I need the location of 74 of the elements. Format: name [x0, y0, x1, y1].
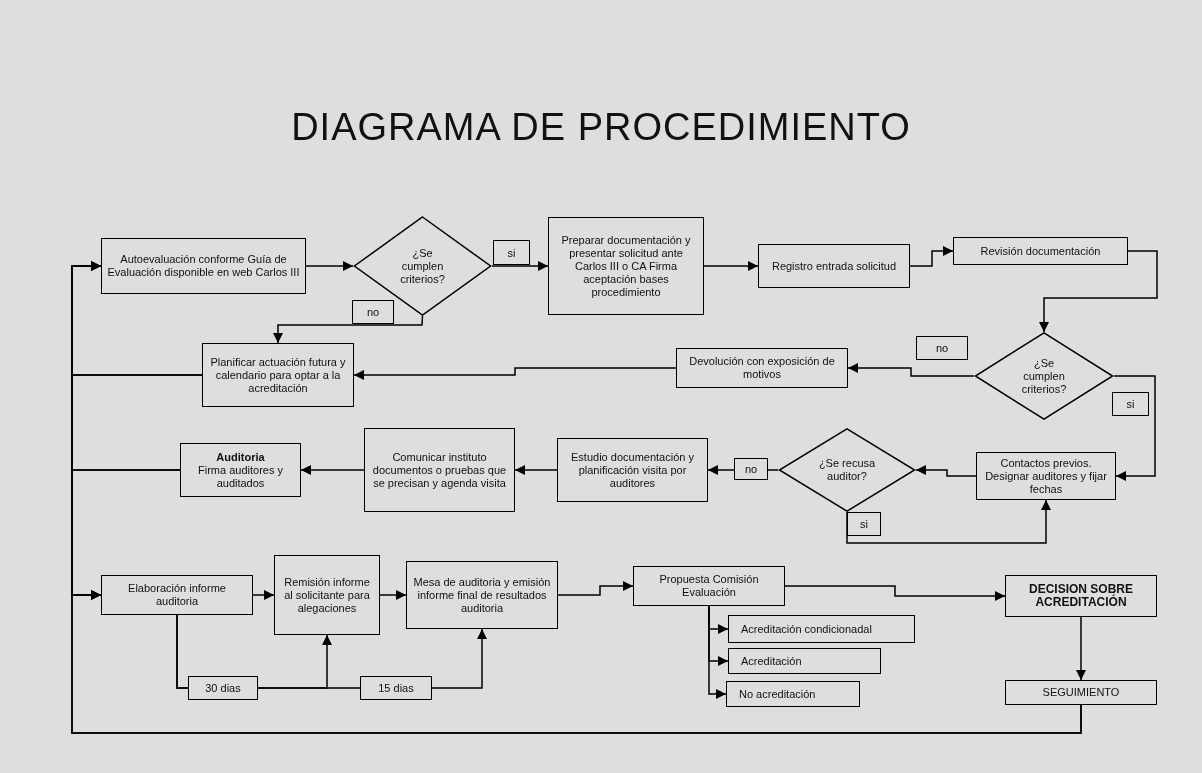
node-text: ¿Se recusa auditor?	[817, 457, 877, 483]
decision-diamond	[778, 428, 916, 512]
edge-label: si	[847, 512, 881, 536]
process-box	[633, 566, 785, 606]
node-text: Auditoria	[216, 450, 265, 464]
edge-label: si	[1112, 392, 1149, 416]
node-text: ¿Se cumplen criterios?	[1020, 356, 1068, 396]
node-text: Devolución con exposición de motivos	[688, 355, 836, 381]
edge-label: si	[493, 240, 530, 265]
process-box	[364, 428, 515, 512]
edge-label: no	[916, 336, 968, 360]
process-box	[728, 615, 915, 643]
node-text: Acreditación	[741, 654, 802, 668]
arrow	[514, 465, 558, 475]
node-text: Acreditación condicionadal	[741, 622, 872, 636]
process-box	[676, 348, 848, 388]
edge-label: no	[734, 458, 768, 480]
process-box	[180, 443, 301, 497]
process-box	[728, 648, 881, 674]
node-text: Firma auditores y auditados	[197, 463, 284, 490]
node-text: ¿Se cumplen criterios?	[399, 246, 446, 286]
process-box	[101, 238, 306, 294]
process-box	[1005, 575, 1157, 617]
process-box	[406, 561, 558, 629]
process-box	[726, 681, 860, 707]
edge-label: 15 dias	[360, 676, 432, 700]
process-box	[1005, 680, 1157, 705]
node-text: Autoevaluación conforme Guía de Evaluación disponible en web Carlos III	[107, 253, 300, 279]
node-text: Contactos previos. Designar auditores y fijar fechas	[984, 456, 1108, 496]
process-box	[758, 244, 910, 288]
edge-label: 30 dias	[188, 676, 258, 700]
arrow	[1076, 616, 1086, 681]
node-text: No acreditación	[739, 687, 816, 701]
node-text: Revisión documentación	[980, 244, 1101, 258]
arrow	[71, 590, 1082, 734]
process-box	[976, 452, 1116, 500]
arrow	[557, 581, 634, 596]
arrow	[1113, 375, 1156, 481]
node-text: Mesa de auditoria y emisión informe final de resultados auditoria	[412, 575, 552, 615]
process-box	[274, 555, 380, 635]
node-text: DECISION SOBRE ACREDITACIÓN	[1028, 583, 1134, 609]
decision-diamond	[974, 332, 1114, 420]
node-text: Planificar actuación futura y calendario para optar a la acreditación	[209, 355, 347, 395]
node-text: Estudio documentación y planificación visita por auditores	[570, 450, 695, 490]
arrow	[273, 315, 424, 344]
arrow	[1039, 250, 1158, 333]
node-text: Registro entrada solicitud	[771, 259, 897, 273]
process-box	[557, 438, 708, 502]
arrow	[353, 367, 677, 380]
process-box	[101, 575, 253, 615]
node-text: Remisión informe al solicitante para alegaciones	[283, 575, 371, 615]
arrow	[708, 605, 727, 699]
node-text: Propuesta Comisión Evaluación	[658, 573, 760, 599]
process-box	[548, 217, 704, 315]
diagram-title: DIAGRAMA DE PROCEDIMIENTO	[290, 106, 912, 149]
arrow	[300, 465, 365, 475]
arrow	[252, 590, 275, 600]
arrow	[491, 261, 549, 271]
decision-diamond	[353, 216, 492, 316]
node-text: SEGUIMIENTO	[1042, 686, 1120, 699]
node-text: Elaboración informe auditoria	[127, 582, 227, 608]
arrow	[846, 499, 1051, 544]
node-text: Comunicar instituto documentos o pruebas que se precisan y agenda visita	[371, 450, 508, 490]
arrow	[915, 465, 977, 477]
arrow	[784, 585, 1006, 601]
process-box	[953, 237, 1128, 265]
arrow	[305, 261, 354, 271]
edge-label: no	[352, 300, 394, 324]
node-text: Preparar documentación y presentar solicitud ante Carlos III o CA Firma aceptación bases procedimiento	[560, 233, 692, 299]
arrow	[703, 261, 759, 271]
arrow	[909, 246, 954, 267]
arrow	[379, 590, 407, 600]
process-box	[202, 343, 354, 407]
arrow	[847, 363, 975, 377]
